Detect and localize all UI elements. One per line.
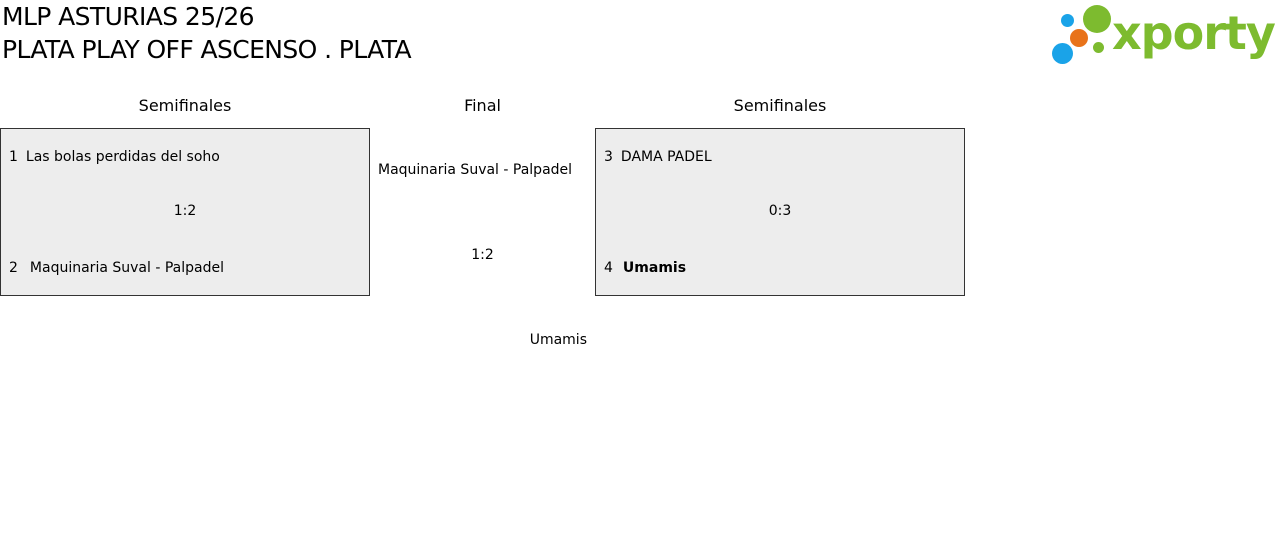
team-name: DAMA PADEL <box>620 149 712 165</box>
semifinal-left-score: 1:2 <box>173 203 197 219</box>
page-subtitle: PLATA PLAY OFF ASCENSO . PLATA <box>2 35 412 64</box>
semifinal-right-heading: Semifinales <box>733 96 827 115</box>
semifinal-left-team1[interactable]: 1 Las bolas perdidas del soho <box>9 149 220 165</box>
final-team1[interactable]: Maquinaria Suval - Palpadel <box>378 162 573 178</box>
team-name: Maquinaria Suval - Palpadel <box>29 260 224 276</box>
team-seed: 3 <box>604 149 613 165</box>
final-score: 1:2 <box>471 247 494 263</box>
logo-dot-green-small-icon <box>1093 42 1104 53</box>
final-heading: Final <box>464 96 501 115</box>
semifinal-left-team2[interactable]: 2 Maquinaria Suval - Palpadel <box>9 260 224 276</box>
semifinal-right-score: 0:3 <box>768 203 792 219</box>
logo-dot-blue-large-icon <box>1052 43 1073 64</box>
logo-dot-green-icon <box>1083 5 1111 33</box>
semifinal-right-team1[interactable]: 3 DAMA PADEL <box>604 149 712 165</box>
team-seed: 2 <box>9 260 18 276</box>
logo-dot-blue-small-icon <box>1061 14 1074 27</box>
team-name: Las bolas perdidas del soho <box>25 149 220 165</box>
page-title: MLP ASTURIAS 25/26 <box>2 2 255 31</box>
team-seed: 4 <box>604 260 613 276</box>
logo-wordmark: xporty <box>1112 6 1276 60</box>
team-seed: 1 <box>9 149 18 165</box>
logo-dot-orange-icon <box>1070 29 1088 47</box>
semifinal-right-match[interactable]: 3 DAMA PADEL 0:3 4 Umamis <box>595 128 965 296</box>
final-team2[interactable]: Umamis <box>529 332 587 348</box>
xporty-logo[interactable]: xporty <box>1050 4 1276 68</box>
semifinal-left-match[interactable]: 1 Las bolas perdidas del soho 1:2 2 Maquin… <box>0 128 370 296</box>
semifinal-left-heading: Semifinales <box>138 96 232 115</box>
semifinal-right-team2[interactable]: 4 Umamis <box>604 260 686 276</box>
team-name: Umamis <box>622 260 687 276</box>
